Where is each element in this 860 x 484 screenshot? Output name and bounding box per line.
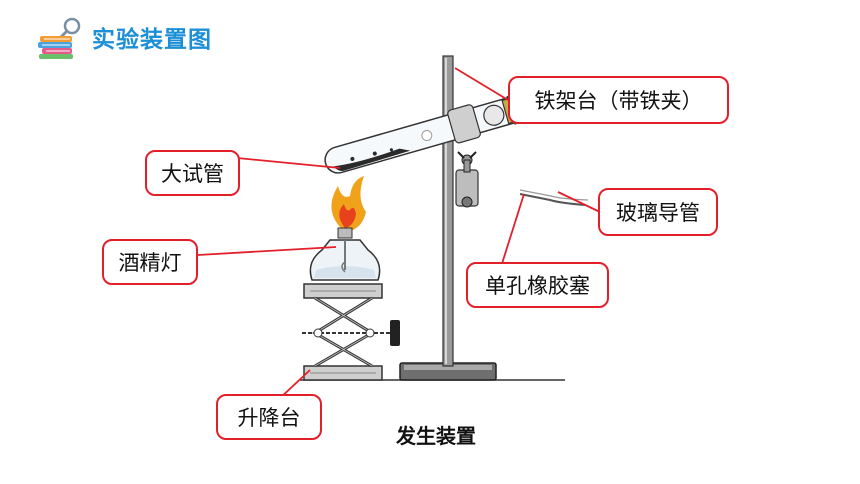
diagram-caption: 发生装置	[396, 424, 476, 448]
label-glass-tube: 玻璃导管	[598, 188, 718, 236]
label-lift-table: 升降台	[216, 394, 322, 440]
label-iron-stand: 铁架台（带铁夹）	[508, 76, 729, 124]
page-title: 实验装置图	[92, 27, 212, 53]
page-header: 实验装置图	[34, 14, 212, 60]
alcohol-lamp	[309, 227, 381, 281]
label-test-tube: 大试管	[145, 150, 240, 196]
lift-table	[302, 283, 400, 381]
glass-tube	[519, 193, 586, 206]
flame	[331, 176, 366, 232]
leader-lines	[197, 67, 601, 401]
iron-stand	[399, 55, 497, 381]
label-alcohol-lamp: 酒精灯	[102, 239, 198, 285]
books-magnifier-icon	[34, 14, 90, 60]
label-stopper: 单孔橡胶塞	[466, 262, 609, 308]
